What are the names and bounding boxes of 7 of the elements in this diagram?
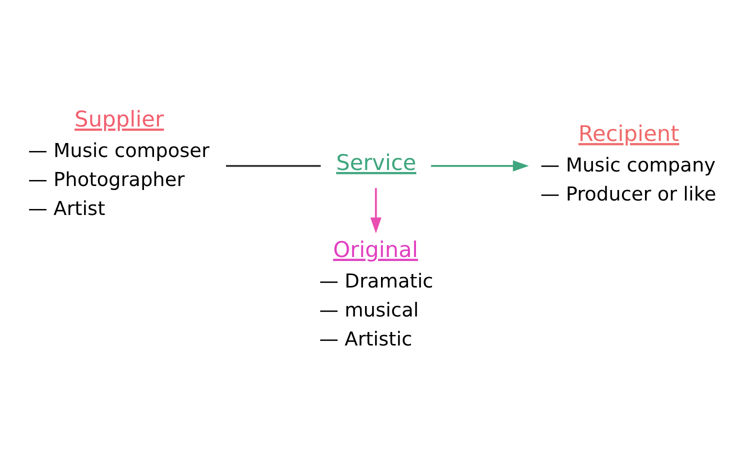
node-text: Service — [336, 150, 416, 176]
node-text: Original — Dramatic — musical — Artistic — [319, 237, 434, 350]
arrow — [431, 160, 529, 171]
node-text: Recipient — Music company — Producer or like — [540, 122, 716, 206]
connector — [226, 164, 321, 166]
node-text: Supplier — Music composer — Photographer — Artist — [28, 107, 210, 220]
arrow — [370, 188, 382, 233]
